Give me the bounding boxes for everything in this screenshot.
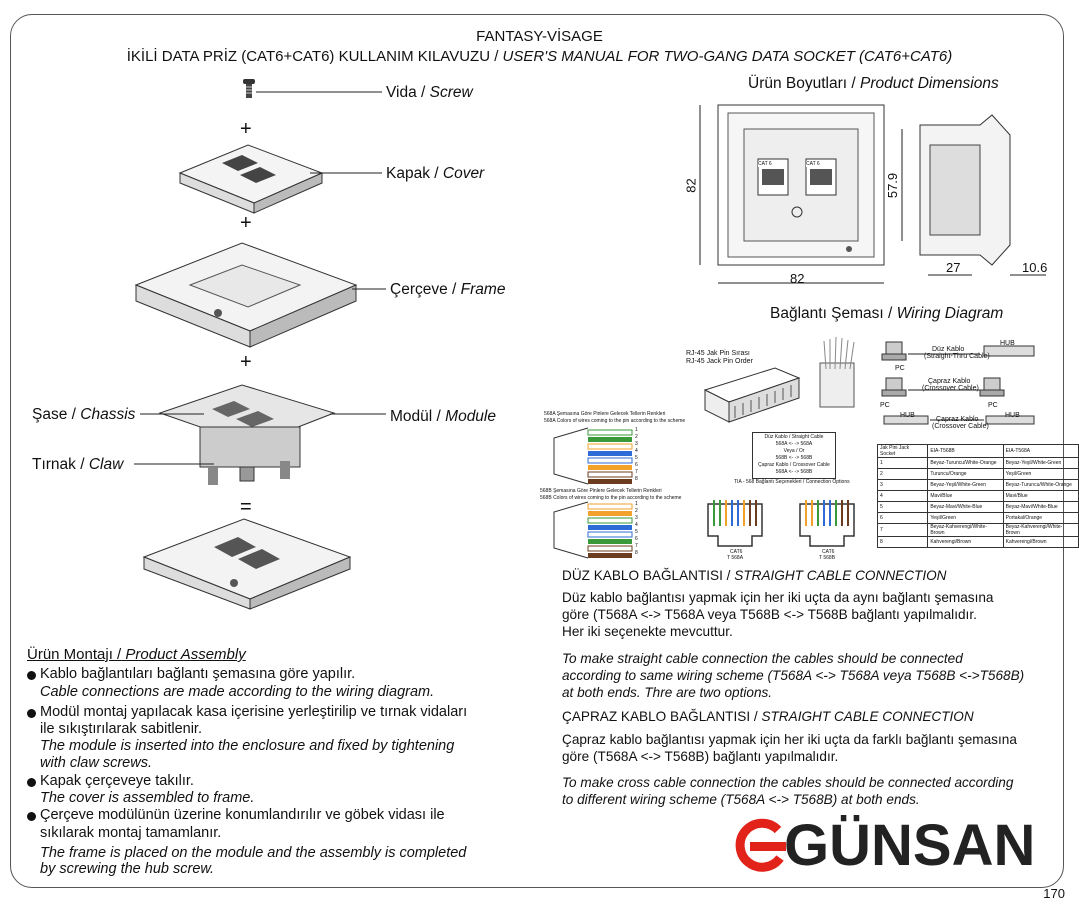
pc-label: PC xyxy=(880,402,890,409)
t568-jacks-icon xyxy=(707,500,855,547)
straight-p2: göre (T568A <-> T568A veya T568B <-> T56… xyxy=(562,607,977,622)
assembly-item-2-en: The module is inserted into the enclosur… xyxy=(40,738,455,754)
gunsan-logo-mark-icon xyxy=(735,818,786,872)
dimensions-drawing xyxy=(699,104,1046,284)
assembly-item-4-en2: by screwing the hub screw. xyxy=(40,861,215,877)
straight-e3: at both ends. Thre are two options. xyxy=(562,685,773,700)
straight-e1: To make straight cable connection the ca… xyxy=(562,651,963,666)
rj45-label-en: RJ-45 Jack Pin Order xyxy=(686,358,753,365)
cover-icon xyxy=(178,144,324,214)
dim-width: 82 xyxy=(790,271,805,286)
label-screw: Vida / Screw xyxy=(386,84,473,101)
hub-label: HUB xyxy=(900,412,915,419)
assembly-item-1-en: Cable connections are made according to … xyxy=(40,684,435,700)
net-cross-sub: (Crossover Cable) xyxy=(922,385,979,392)
assembly-item-3-tr: Kapak çerçeveye takılır. xyxy=(40,773,194,789)
rj45-plug-icon xyxy=(703,367,801,423)
assembly-title: Ürün Montajı / Product Assembly xyxy=(27,646,246,663)
568a-label-en: 568A Colors of wires coming to the pin a… xyxy=(544,418,686,424)
568b-label-en: 568B Colors of wires coming to the pin a… xyxy=(540,495,682,501)
screw-icon xyxy=(243,79,255,98)
pin-numbers-a: 1 2 3 4 5 6 7 8 xyxy=(635,427,638,482)
jack-pins-icon xyxy=(819,336,855,408)
568a-label-tr: 568A Şemasına Göre Pinlere Gelecek Telle… xyxy=(544,411,666,417)
brand-title: FANTASY-VİSAGE xyxy=(476,28,603,45)
straight-heading: DÜZ KABLO BAĞLANTISI / STRAIGHT CABLE CO… xyxy=(562,568,947,583)
dim-depth: 27 xyxy=(946,260,961,275)
assembly-item-1-tr: Kablo bağlantıları bağlantı şemasına gör… xyxy=(40,666,356,682)
568b-label-tr: 568B Şemasına Göre Pinlere Gelecek Telle… xyxy=(540,488,662,494)
straight-p1: Düz kablo bağlantısı yapmak için her iki… xyxy=(562,590,994,605)
plus-sign: + xyxy=(240,212,252,234)
cross-e1: To make cross cable connection the cable… xyxy=(562,775,1014,790)
jack-label: CAT 6 xyxy=(758,161,772,167)
assembly-item-4-tr: Çerçeve modülünün üzerine konumlandırılı… xyxy=(40,807,445,823)
wire-568a-icon xyxy=(553,427,633,485)
dim-thickness: 10.6 xyxy=(1022,260,1048,275)
assembly-item-2-tr: Modül montaj yapılacak kasa içerisine ye… xyxy=(40,704,468,720)
bullet-icon xyxy=(27,709,36,718)
assembly-item-4-tr2: sıkılarak montaj tamamlanır. xyxy=(40,825,222,841)
dim-inner: 57.9 xyxy=(885,172,901,199)
label-frame: Çerçeve / Frame xyxy=(390,281,506,298)
manual-title: İKİLİ DATA PRİZ (CAT6+CAT6) KULLANIM KIL… xyxy=(126,48,953,65)
equals-sign: = xyxy=(240,496,252,518)
plus-sign: + xyxy=(240,118,252,140)
bullet-icon xyxy=(27,778,36,787)
rj45-label-tr: RJ-45 Jak Pin Sırası xyxy=(686,350,750,357)
pc-label: PC xyxy=(988,402,998,409)
bullet-icon xyxy=(27,812,36,821)
pin-numbers-b: 1 2 3 4 5 6 7 8 xyxy=(635,501,638,556)
hub-label: HUB xyxy=(1005,412,1020,419)
dimensions-title: Ürün Boyutları / Product Dimensions xyxy=(748,75,999,92)
cat6-label: CAT6 xyxy=(730,549,743,555)
exploded-assembly-drawing xyxy=(134,79,358,610)
gunsan-logo: GÜNSAN xyxy=(784,813,1036,878)
cat6-label: CAT6 xyxy=(822,549,835,555)
net-straight-label: Düz Kablo xyxy=(932,346,965,353)
jack-label: CAT 6 xyxy=(806,161,820,167)
wire-568b-icon xyxy=(553,501,633,559)
dim-height: 82 xyxy=(683,178,699,193)
straight-p3: Her iki seçenekte mevcuttur. xyxy=(562,624,733,639)
t568a-label: T 568A xyxy=(727,555,744,561)
label-module: Modül / Module xyxy=(390,408,496,425)
assembled-socket-icon xyxy=(142,518,352,610)
net-cross2-label: Çapraz Kablo xyxy=(936,416,979,423)
cross-e2: to different wiring scheme (T568A <-> T5… xyxy=(562,792,920,807)
chassis-module-icon xyxy=(158,384,336,485)
plus-sign: + xyxy=(240,351,252,373)
frame-icon xyxy=(134,242,358,348)
assembly-item-4-en: The frame is placed on the module and th… xyxy=(40,845,467,861)
connection-options-label: TIA - 568 Bağlantı Seçenekleri / Connect… xyxy=(734,479,850,485)
cross-heading: ÇAPRAZ KABLO BAĞLANTISI / STRAIGHT CABLE… xyxy=(562,709,974,724)
assembly-item-3-en: The cover is assembled to frame. xyxy=(40,790,255,806)
label-chassis: Şase / Chassis xyxy=(32,406,136,423)
net-straight-sub: (Straight-Thru Cable) xyxy=(924,353,990,360)
net-cross2-sub: (Crossover Cable) xyxy=(932,423,989,430)
page-number: 170 xyxy=(1043,886,1065,901)
assembly-item-2-tr2: ile sıkıştırılarak sabitlenir. xyxy=(40,721,202,737)
cross-p2: göre (T568A <-> T568B) bağlantı yapılmal… xyxy=(562,749,839,764)
label-claw: Tırnak / Claw xyxy=(32,456,124,473)
bullet-icon xyxy=(27,671,36,680)
assembly-item-2-en2: with claw screws. xyxy=(40,755,152,771)
hub-label: HUB xyxy=(1000,340,1015,347)
net-cross-label: Çapraz Kablo xyxy=(928,378,971,385)
part-leaders xyxy=(134,91,386,465)
label-cover: Kapak / Cover xyxy=(386,165,485,182)
network-diagram xyxy=(881,341,1035,425)
pc-label: PC xyxy=(895,365,905,372)
straight-e2: according to same wiring scheme (T568A <… xyxy=(562,668,1025,683)
t568b-label: T 568B xyxy=(819,555,836,561)
wiring-title: Bağlantı Şeması / Wiring Diagram xyxy=(770,305,1004,322)
cross-p1: Çapraz kablo bağlantısı yapmak için her … xyxy=(562,732,1017,747)
